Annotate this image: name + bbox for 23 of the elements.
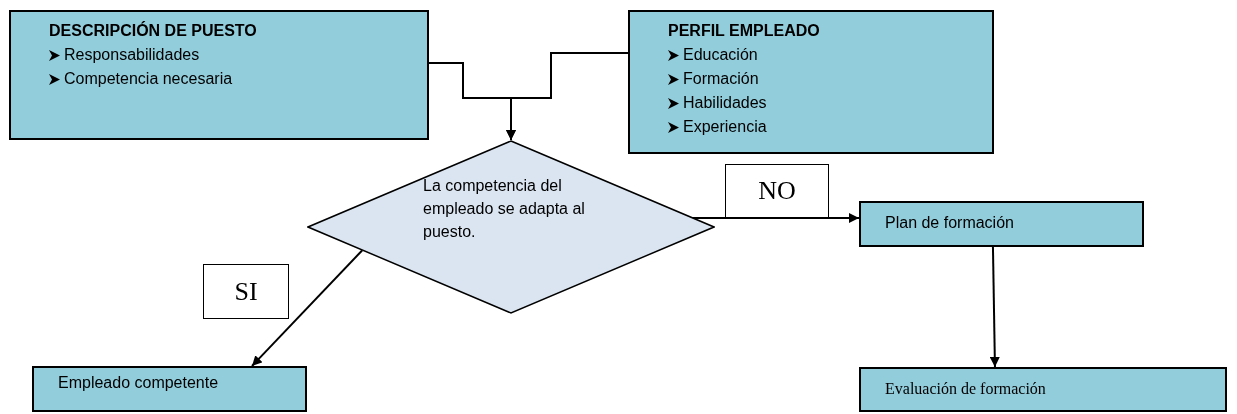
arrow [506,52,629,141]
process-box [32,366,307,412]
decision-diamond [307,140,715,314]
bullet-item: Experiencia [683,117,767,137]
box-text: Plan de formación [885,213,1014,233]
box-heading: DESCRIPCIÓN DE PUESTO [49,21,257,41]
info-box [628,10,994,154]
edge-label: NO [725,164,829,218]
process-box [859,201,1144,247]
bullet-item: Competencia necesaria [64,69,233,89]
arrow [989,246,1000,368]
edge-label: SI [203,264,289,319]
bullet-item: Habilidades [683,93,767,113]
process-box [859,367,1227,412]
bullet-item: Educación [683,45,758,65]
box-heading: PERFIL EMPLEADO [668,21,820,41]
arrow [251,249,364,367]
decision-text: La competencia del empleado se adapta al puesto. [423,176,586,242]
bullet-item: Responsabilidades [64,45,200,65]
info-box [9,10,429,140]
box-text: Empleado competente [58,373,219,393]
box-text: Evaluación de formación [885,379,1046,399]
bullet-item: Formación [683,69,759,89]
